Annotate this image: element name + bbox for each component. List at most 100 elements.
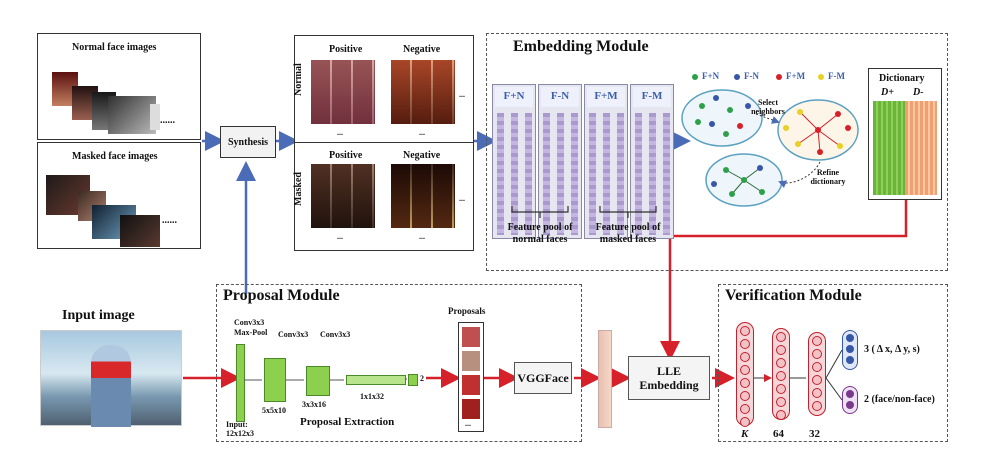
- conv2-label: Conv3x3: [278, 330, 309, 339]
- proposal-module: Proposal Module: [216, 284, 582, 442]
- legend-dot-red: [776, 74, 782, 80]
- proposals-label: Proposals: [448, 306, 486, 316]
- legend-fpm: F+M: [786, 71, 806, 81]
- feature-vector: [598, 330, 612, 428]
- layer-conv1: [264, 358, 286, 402]
- layer-64-label: 64: [773, 428, 784, 440]
- vggface-box: VGGFace: [514, 362, 572, 394]
- output-classification: [842, 386, 858, 414]
- normal-neg-more-bottom: ...: [419, 128, 425, 137]
- masked-photo: [120, 215, 160, 247]
- masked-neg-more: ...: [459, 194, 465, 203]
- embedding-module: Embedding Module: [486, 33, 948, 271]
- normal-ellipsis: ......: [160, 115, 175, 126]
- layer-conv3: [346, 375, 406, 385]
- fp-label: F+N: [503, 90, 525, 102]
- normal-negative-label: Negative: [403, 44, 441, 55]
- masked-ellipsis: ......: [162, 215, 177, 226]
- d-plus-label: D+: [881, 87, 894, 98]
- dictionary-box: Dictionary D+ D-: [868, 68, 942, 200]
- s1-label: 5x5x10: [262, 406, 286, 415]
- s3-label: 1x1x32: [360, 392, 384, 401]
- proposal-crop: [462, 327, 480, 347]
- layer-k: [736, 322, 754, 427]
- normal-face-images-title: Normal face images: [72, 42, 157, 53]
- conv3-label: Conv3x3: [320, 330, 351, 339]
- dictionary-title: Dictionary: [879, 73, 925, 84]
- legend: F+N F-N F+M F-M: [688, 70, 858, 84]
- proposal-crop: [462, 399, 480, 419]
- face-photo: [108, 96, 156, 134]
- layer-conv2: [306, 366, 330, 396]
- proposal-extraction-label: Proposal Extraction: [300, 416, 395, 428]
- masked-pos-more: ...: [337, 232, 343, 241]
- masked-positive-grid: [311, 164, 375, 228]
- face-photo: [150, 104, 160, 130]
- refine-dictionary-label: Refine dictionary: [810, 168, 846, 186]
- legend-fnm: F-M: [828, 71, 845, 81]
- d-plus-bars: [873, 101, 905, 195]
- proposals-stack: ...: [458, 322, 484, 432]
- d-minus-bars: [905, 101, 937, 195]
- d-minus-label: D-: [913, 87, 924, 98]
- vggface-label: VGGFace: [517, 370, 569, 385]
- normal-neg-more: ...: [459, 90, 465, 99]
- s2-label: 3x3x16: [302, 400, 326, 409]
- feature-pool-normal-negative: F-N: [538, 84, 582, 239]
- layer-64: [772, 328, 790, 420]
- out-label: 2: [420, 374, 424, 383]
- verification-module: Verification Module: [718, 284, 948, 442]
- pool-normal-label: Feature pool of normal faces: [507, 222, 573, 245]
- embedding-module-title: Embedding Module: [513, 38, 649, 55]
- input-photo: [40, 330, 182, 427]
- layer-32-label: 32: [809, 428, 820, 440]
- proposal-crop: [462, 351, 480, 371]
- output-classification-label: 2 (face/non-face): [864, 394, 935, 405]
- conv1-label: Conv3x3 Max-Pool: [234, 318, 268, 337]
- layer-out: [408, 374, 418, 386]
- samples-panel: Positive Negative Normal ... ... ... Pos…: [293, 35, 474, 251]
- fp-label: F-N: [550, 90, 570, 102]
- lle-label: LLE Embedding: [639, 364, 699, 392]
- proposal-crop: [462, 375, 480, 395]
- person-figure: [91, 345, 131, 427]
- masked-negative-grid: [391, 164, 455, 228]
- output-regression-label: 3 ( Δ x, Δ y, s): [864, 344, 920, 355]
- feature-pool-normal-positive: F+N: [492, 84, 536, 239]
- masked-face-images-title: Masked face images: [72, 151, 158, 162]
- feature-pool-masked-positive: F+M: [584, 84, 628, 239]
- normal-positive-label: Positive: [329, 44, 363, 55]
- layer-32: [808, 332, 826, 416]
- legend-fnn: F-N: [744, 71, 759, 81]
- select-neighbors-label: Select neighbors: [751, 98, 785, 116]
- input-image-title: Input image: [62, 308, 135, 323]
- pool-masked-label: Feature pool of masked faces: [595, 222, 661, 245]
- normal-pos-more: ...: [337, 128, 343, 137]
- fp-label: F+M: [594, 90, 618, 102]
- layer-k-label: K: [741, 428, 749, 440]
- legend-dot-green: [692, 74, 698, 80]
- masked-positive-label: Positive: [329, 150, 363, 161]
- layer-input: [236, 344, 245, 422]
- legend-dot-yellow: [818, 74, 824, 80]
- arrow-dictionary-to-lle: [660, 200, 908, 361]
- proposal-module-title: Proposal Module: [223, 287, 340, 304]
- normal-face-images-panel: Normal face images ......: [37, 33, 201, 140]
- normal-negative-grid: [391, 60, 455, 124]
- fp-label: F-M: [641, 90, 663, 102]
- masked-face-images-panel: Masked face images ......: [37, 142, 201, 249]
- masked-neg-more-bottom: ...: [419, 232, 425, 241]
- output-regression: [842, 330, 858, 370]
- masked-negative-label: Negative: [403, 150, 441, 161]
- proposals-more: ...: [465, 419, 471, 428]
- input-size-label: Input: 12x12x3: [226, 420, 254, 438]
- synthesis-box: Synthesis: [220, 126, 276, 158]
- synthesis-label: Synthesis: [227, 136, 268, 148]
- lle-embedding-box: LLE Embedding: [628, 356, 710, 400]
- verification-module-title: Verification Module: [725, 287, 862, 304]
- legend-fpn: F+N: [702, 71, 720, 81]
